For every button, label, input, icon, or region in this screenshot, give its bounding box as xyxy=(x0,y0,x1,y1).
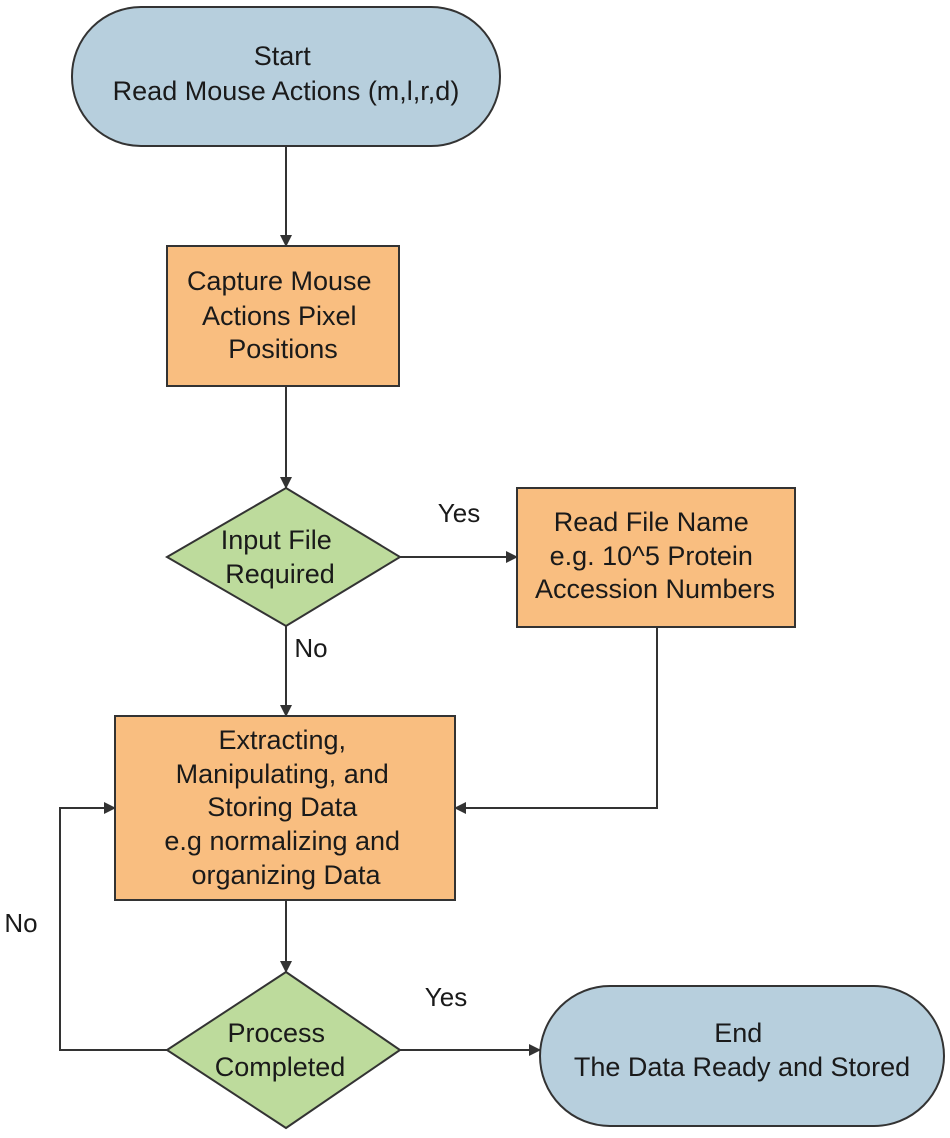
extract-text: Extracting, Manipulating, and Storing Da… xyxy=(164,725,407,890)
extract-line-3: Storing Data xyxy=(207,792,358,822)
start-terminal-text: Start Read Mouse Actions (m,l,r,d) xyxy=(113,41,460,106)
capture-process-text: Capture Mouse Actions Pixel Positions xyxy=(187,266,379,364)
edge-label-input-no: No xyxy=(294,633,327,663)
extract-line-2: Manipulating, and xyxy=(176,759,389,789)
capture-line-1: Capture Mouse xyxy=(187,266,372,296)
extract-line-5: organizing Data xyxy=(191,860,381,890)
end-terminal-shape xyxy=(539,985,945,1127)
end-terminal: End The Data Ready and Stored xyxy=(539,985,945,1127)
input-required-decision: Input File Required xyxy=(165,486,402,628)
edge-process-completed-no xyxy=(59,802,167,1051)
edge-read-file-to-extract xyxy=(454,627,658,814)
extract-process-shape xyxy=(114,715,456,901)
read-file-process-shape xyxy=(516,487,796,628)
capture-process-shape xyxy=(166,245,400,387)
edges xyxy=(59,146,658,1056)
edge-label-process-yes: Yes xyxy=(425,982,467,1012)
input-required-decision-shape xyxy=(165,486,402,628)
capture-line-2: Actions Pixel xyxy=(202,301,357,331)
start-terminal-shape xyxy=(71,6,501,147)
read-file-text: Read File Name e.g. 10^5 Protein Accessi… xyxy=(535,507,775,604)
input-required-line-1: Input File xyxy=(221,525,332,555)
start-line-1: Start xyxy=(254,41,312,71)
start-line-2: Read Mouse Actions (m,l,r,d) xyxy=(113,76,460,106)
read-file-process-box: Read File Name e.g. 10^5 Protein Accessi… xyxy=(516,487,796,628)
end-line-1: End xyxy=(714,1018,762,1048)
process-completed-line-2: Completed xyxy=(215,1052,346,1082)
read-file-line-1: Read File Name xyxy=(554,507,749,537)
start-terminal: Start Read Mouse Actions (m,l,r,d) xyxy=(71,6,501,147)
read-file-line-2: e.g. 10^5 Protein xyxy=(550,541,753,571)
process-completed-line-1: Process xyxy=(227,1018,325,1048)
process-completed-decision: Process Completed xyxy=(165,970,402,1130)
extract-line-1: Extracting, xyxy=(218,725,346,755)
edge-label-input-yes: Yes xyxy=(438,498,480,528)
extract-line-4: e.g normalizing and xyxy=(164,826,400,856)
extract-process-box: Extracting, Manipulating, and Storing Da… xyxy=(114,715,456,901)
process-completed-decision-shape xyxy=(165,970,402,1130)
capture-line-3: Positions xyxy=(228,334,338,364)
input-required-text: Input File Required xyxy=(221,525,340,589)
read-file-line-3: Accession Numbers xyxy=(535,574,775,604)
capture-process-box: Capture Mouse Actions Pixel Positions xyxy=(166,245,400,387)
end-line-2: The Data Ready and Stored xyxy=(574,1052,910,1082)
end-terminal-text: End The Data Ready and Stored xyxy=(574,1018,910,1082)
edge-label-process-no: No xyxy=(4,908,37,938)
process-completed-text: Process Completed xyxy=(215,1018,346,1082)
input-required-line-2: Required xyxy=(225,559,335,589)
